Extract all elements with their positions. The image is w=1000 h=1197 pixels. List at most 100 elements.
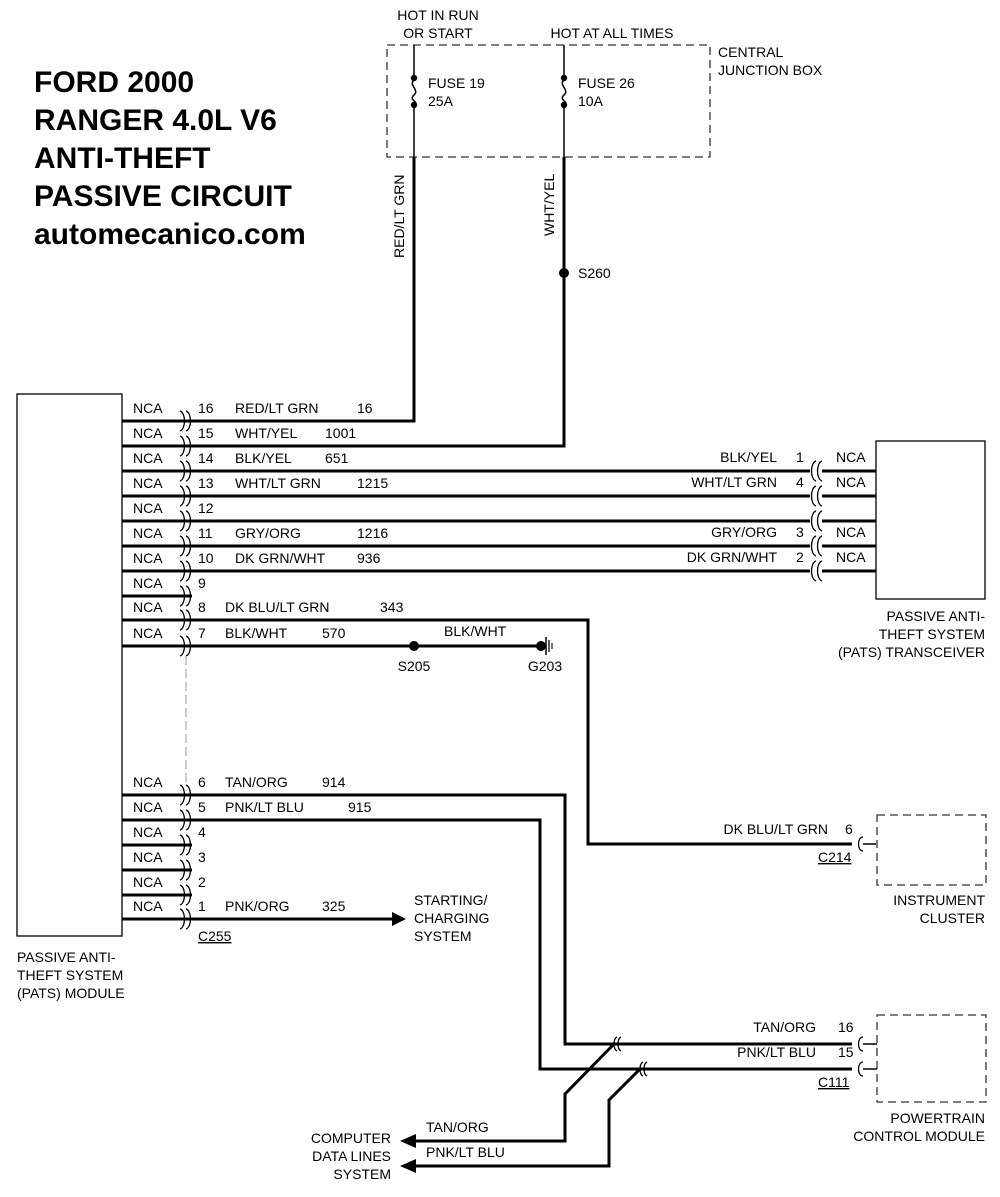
junction-box-label-1: CENTRAL [718, 44, 784, 60]
pin-number: 9 [198, 575, 206, 591]
data-lines-wire-1-label: TAN/ORG [426, 1119, 489, 1135]
transceiver-pin-number: 2 [796, 549, 804, 565]
pnk-lt-blu-wire-to-pcm [122, 818, 852, 1071]
fuse-26-rating: 10A [578, 93, 604, 109]
pin-circuit-number: 1001 [325, 425, 356, 441]
pnk-lt-blu-wire-to-data-lines [415, 1067, 642, 1168]
pin-wire-color: WHT/LT GRN [235, 475, 321, 491]
pin-wire-color: WHT/YEL [235, 425, 297, 441]
pin-connector-icon [179, 435, 192, 457]
pin-circuit-number: 1216 [357, 525, 388, 541]
hot-in-run-label-2: OR START [403, 25, 473, 41]
connector-c111-label: C111 [818, 1074, 850, 1090]
splice-s260 [559, 268, 569, 278]
pin-number: 10 [198, 550, 214, 566]
cluster-label-2: CLUSTER [920, 910, 985, 926]
dk-blu-lt-grn-wire-to-cluster [122, 618, 852, 846]
transceiver-pin-wire: WHT/LT GRN [691, 474, 777, 490]
pin-number: 7 [198, 625, 206, 641]
pin-wire-color: TAN/ORG [225, 774, 288, 790]
pcm-pin-number: 15 [838, 1044, 854, 1060]
title-line-1: FORD 2000 [34, 66, 194, 99]
starting-label-1: STARTING/ [414, 892, 487, 908]
pin-nca-label: NCA [133, 898, 163, 914]
instrument-cluster: INSTRUMENT CLUSTER [876, 814, 987, 926]
junction-box-outline [386, 44, 711, 158]
pin-nca-label: NCA [133, 550, 163, 566]
pin-number: 5 [198, 799, 206, 815]
pin-circuit-number: 343 [380, 599, 404, 615]
ground-wire-label: BLK/WHT [444, 623, 507, 639]
transceiver-connector-icon [810, 485, 823, 507]
pin-wire-color: PNK/LT BLU [225, 799, 304, 815]
ground-g203-label: G203 [528, 658, 562, 674]
cluster-wire-label: DK BLU/LT GRN [723, 821, 828, 837]
pin-nca-label: NCA [133, 475, 163, 491]
pin-nca-label: NCA [133, 824, 163, 840]
pin-circuit-number: 915 [348, 799, 372, 815]
transceiver-label-3: (PATS) TRANSCEIVER [838, 644, 985, 660]
fuse-19-rating: 25A [428, 93, 454, 109]
pin-wire-color: DK GRN/WHT [235, 550, 326, 566]
title-line-4: PASSIVE CIRCUIT [34, 180, 292, 213]
diagram-title: FORD 2000 RANGER 4.0L V6 ANTI-THEFT PASS… [34, 66, 306, 251]
tan-org-wire-to-pcm [122, 793, 852, 1046]
transceiver-box [875, 440, 986, 600]
pin-number: 13 [198, 475, 214, 491]
wht-yel-feed-wire [122, 157, 566, 448]
pin-circuit-number: 570 [322, 625, 346, 641]
transceiver-pin-nca: NCA [836, 549, 866, 565]
data-lines-label-1: COMPUTER [311, 1130, 391, 1146]
pcm-splice-connectors [613, 1036, 648, 1077]
splice-s205-label: S205 [398, 658, 431, 674]
transceiver-pin-wire: BLK/YEL [720, 449, 777, 465]
pin-connector-icon [179, 535, 192, 557]
pats-module-label-1: PASSIVE ANTI- [17, 949, 116, 965]
connector-c255-label: C255 [198, 928, 232, 944]
transceiver-pin-number: 4 [796, 474, 804, 490]
pin-nca-label: NCA [133, 849, 163, 865]
ground-point [536, 641, 546, 651]
pats-transceiver: PASSIVE ANTI- THEFT SYSTEM (PATS) TRANSC… [838, 440, 986, 660]
ground-g203-icon [545, 637, 553, 655]
data-lines-label-3: SYSTEM [333, 1166, 391, 1182]
pin-connector-icon [179, 510, 192, 532]
red-lt-grn-wire-label: RED/LT GRN [391, 175, 407, 259]
pin-circuit-number: 936 [357, 550, 381, 566]
pin-nca-label: NCA [133, 525, 163, 541]
pin-number: 8 [198, 599, 206, 615]
transceiver-pin-row-unused [810, 510, 876, 532]
hot-in-run-label-1: HOT IN RUN [397, 7, 478, 23]
pin-connector-icon [179, 834, 192, 856]
pin-nca-label: NCA [133, 625, 163, 641]
cluster-label-1: INSTRUMENT [893, 892, 985, 908]
pin-number: 1 [198, 898, 206, 914]
tan-org-wire-to-data-lines [415, 1042, 616, 1143]
pin-nca-label: NCA [133, 450, 163, 466]
pin-number: 16 [198, 400, 214, 416]
pin-connector-icon [179, 560, 192, 582]
instrument-cluster-box [876, 814, 987, 886]
data-lines-arrow-2-icon [400, 1159, 416, 1173]
pin-wire-color: DK BLU/LT GRN [225, 599, 330, 615]
pin-connector-icon [179, 635, 192, 657]
wht-yel-wire-label: WHT/YEL [541, 174, 557, 236]
pin-connector-icon [179, 585, 192, 607]
pin-number: 6 [198, 774, 206, 790]
pin-wire-color: PNK/ORG [225, 898, 290, 914]
